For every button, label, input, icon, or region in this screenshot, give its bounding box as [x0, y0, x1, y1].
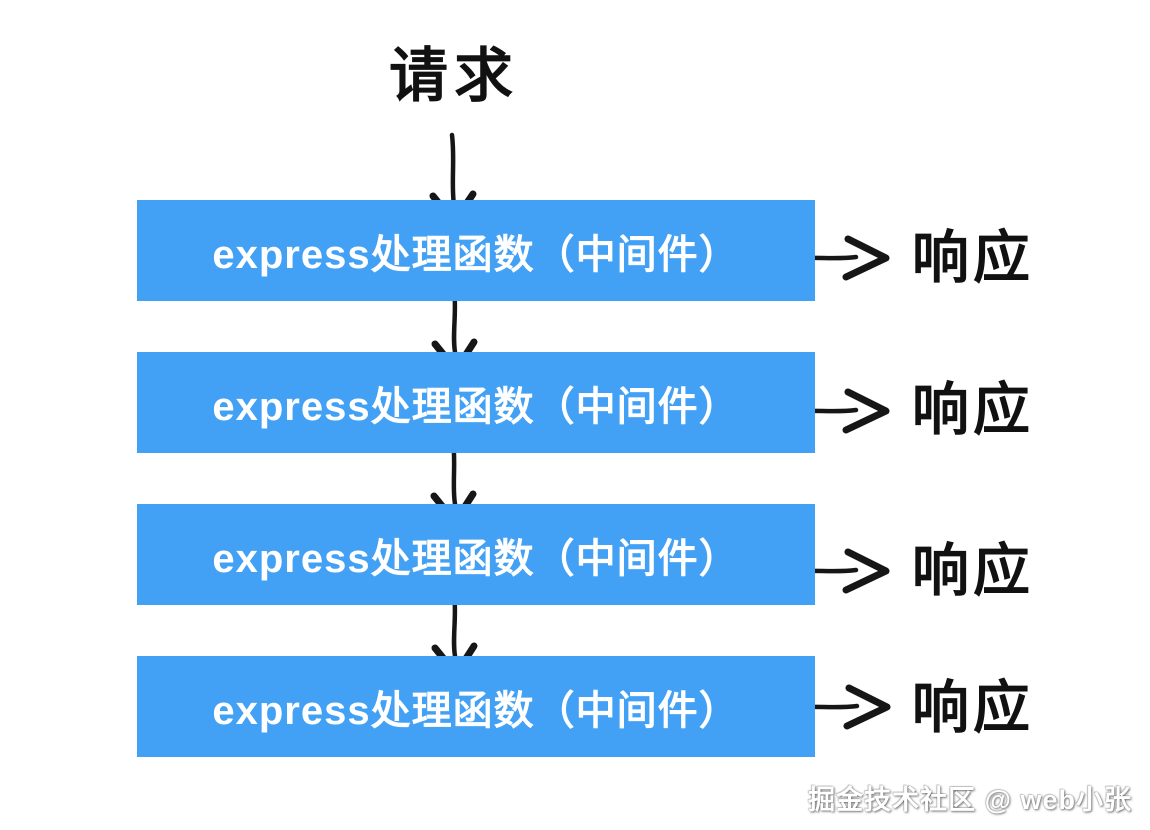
middleware-box-label: express处理函数（中间件）	[212, 536, 740, 581]
response-label-2: 响应	[912, 378, 1034, 442]
middleware-box-label: express处理函数（中间件）	[212, 232, 740, 277]
middleware-box-3: express处理函数（中间件）	[137, 504, 815, 605]
watermark: 掘金技术社区 @ web小张	[808, 785, 1132, 815]
response-label-3: 响应	[912, 539, 1034, 603]
response-label-4: 响应	[912, 676, 1034, 740]
request-title: 请求	[388, 43, 519, 109]
response-label-1: 响应	[912, 226, 1034, 290]
middleware-box-1: express处理函数（中间件）	[137, 200, 815, 301]
middleware-box-2: express处理函数（中间件）	[137, 352, 815, 453]
middleware-box-label: express处理函数（中间件）	[212, 384, 740, 429]
middleware-box-label: express处理函数（中间件）	[212, 688, 740, 733]
middleware-box-4: express处理函数（中间件）	[137, 656, 815, 757]
